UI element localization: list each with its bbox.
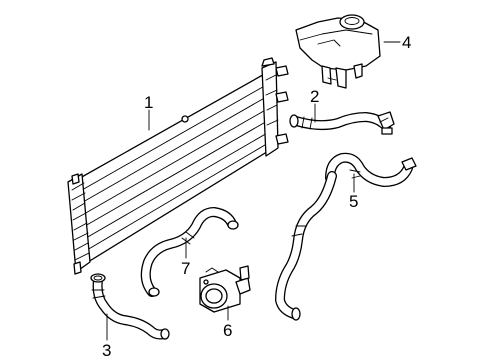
callout-3: 3 [102, 341, 111, 360]
coolant-reservoir [295, 14, 381, 89]
callout-1: 1 [144, 93, 153, 112]
bypass-hose [140, 207, 239, 297]
upper-radiator-hose [289, 111, 395, 135]
heater-hose [275, 152, 417, 321]
water-pump [199, 265, 251, 313]
lower-radiator-hose [90, 273, 170, 340]
callout-7: 7 [181, 259, 190, 278]
radiator [67, 57, 289, 275]
callout-6: 6 [223, 321, 232, 340]
callout-5: 5 [349, 192, 358, 211]
callout-leaders [106, 41, 401, 341]
callout-4: 4 [402, 33, 411, 52]
radiator-core-fins [81, 83, 271, 251]
callout-numbers: 1 2 3 4 5 6 7 [102, 33, 411, 360]
callout-2: 2 [310, 87, 319, 106]
